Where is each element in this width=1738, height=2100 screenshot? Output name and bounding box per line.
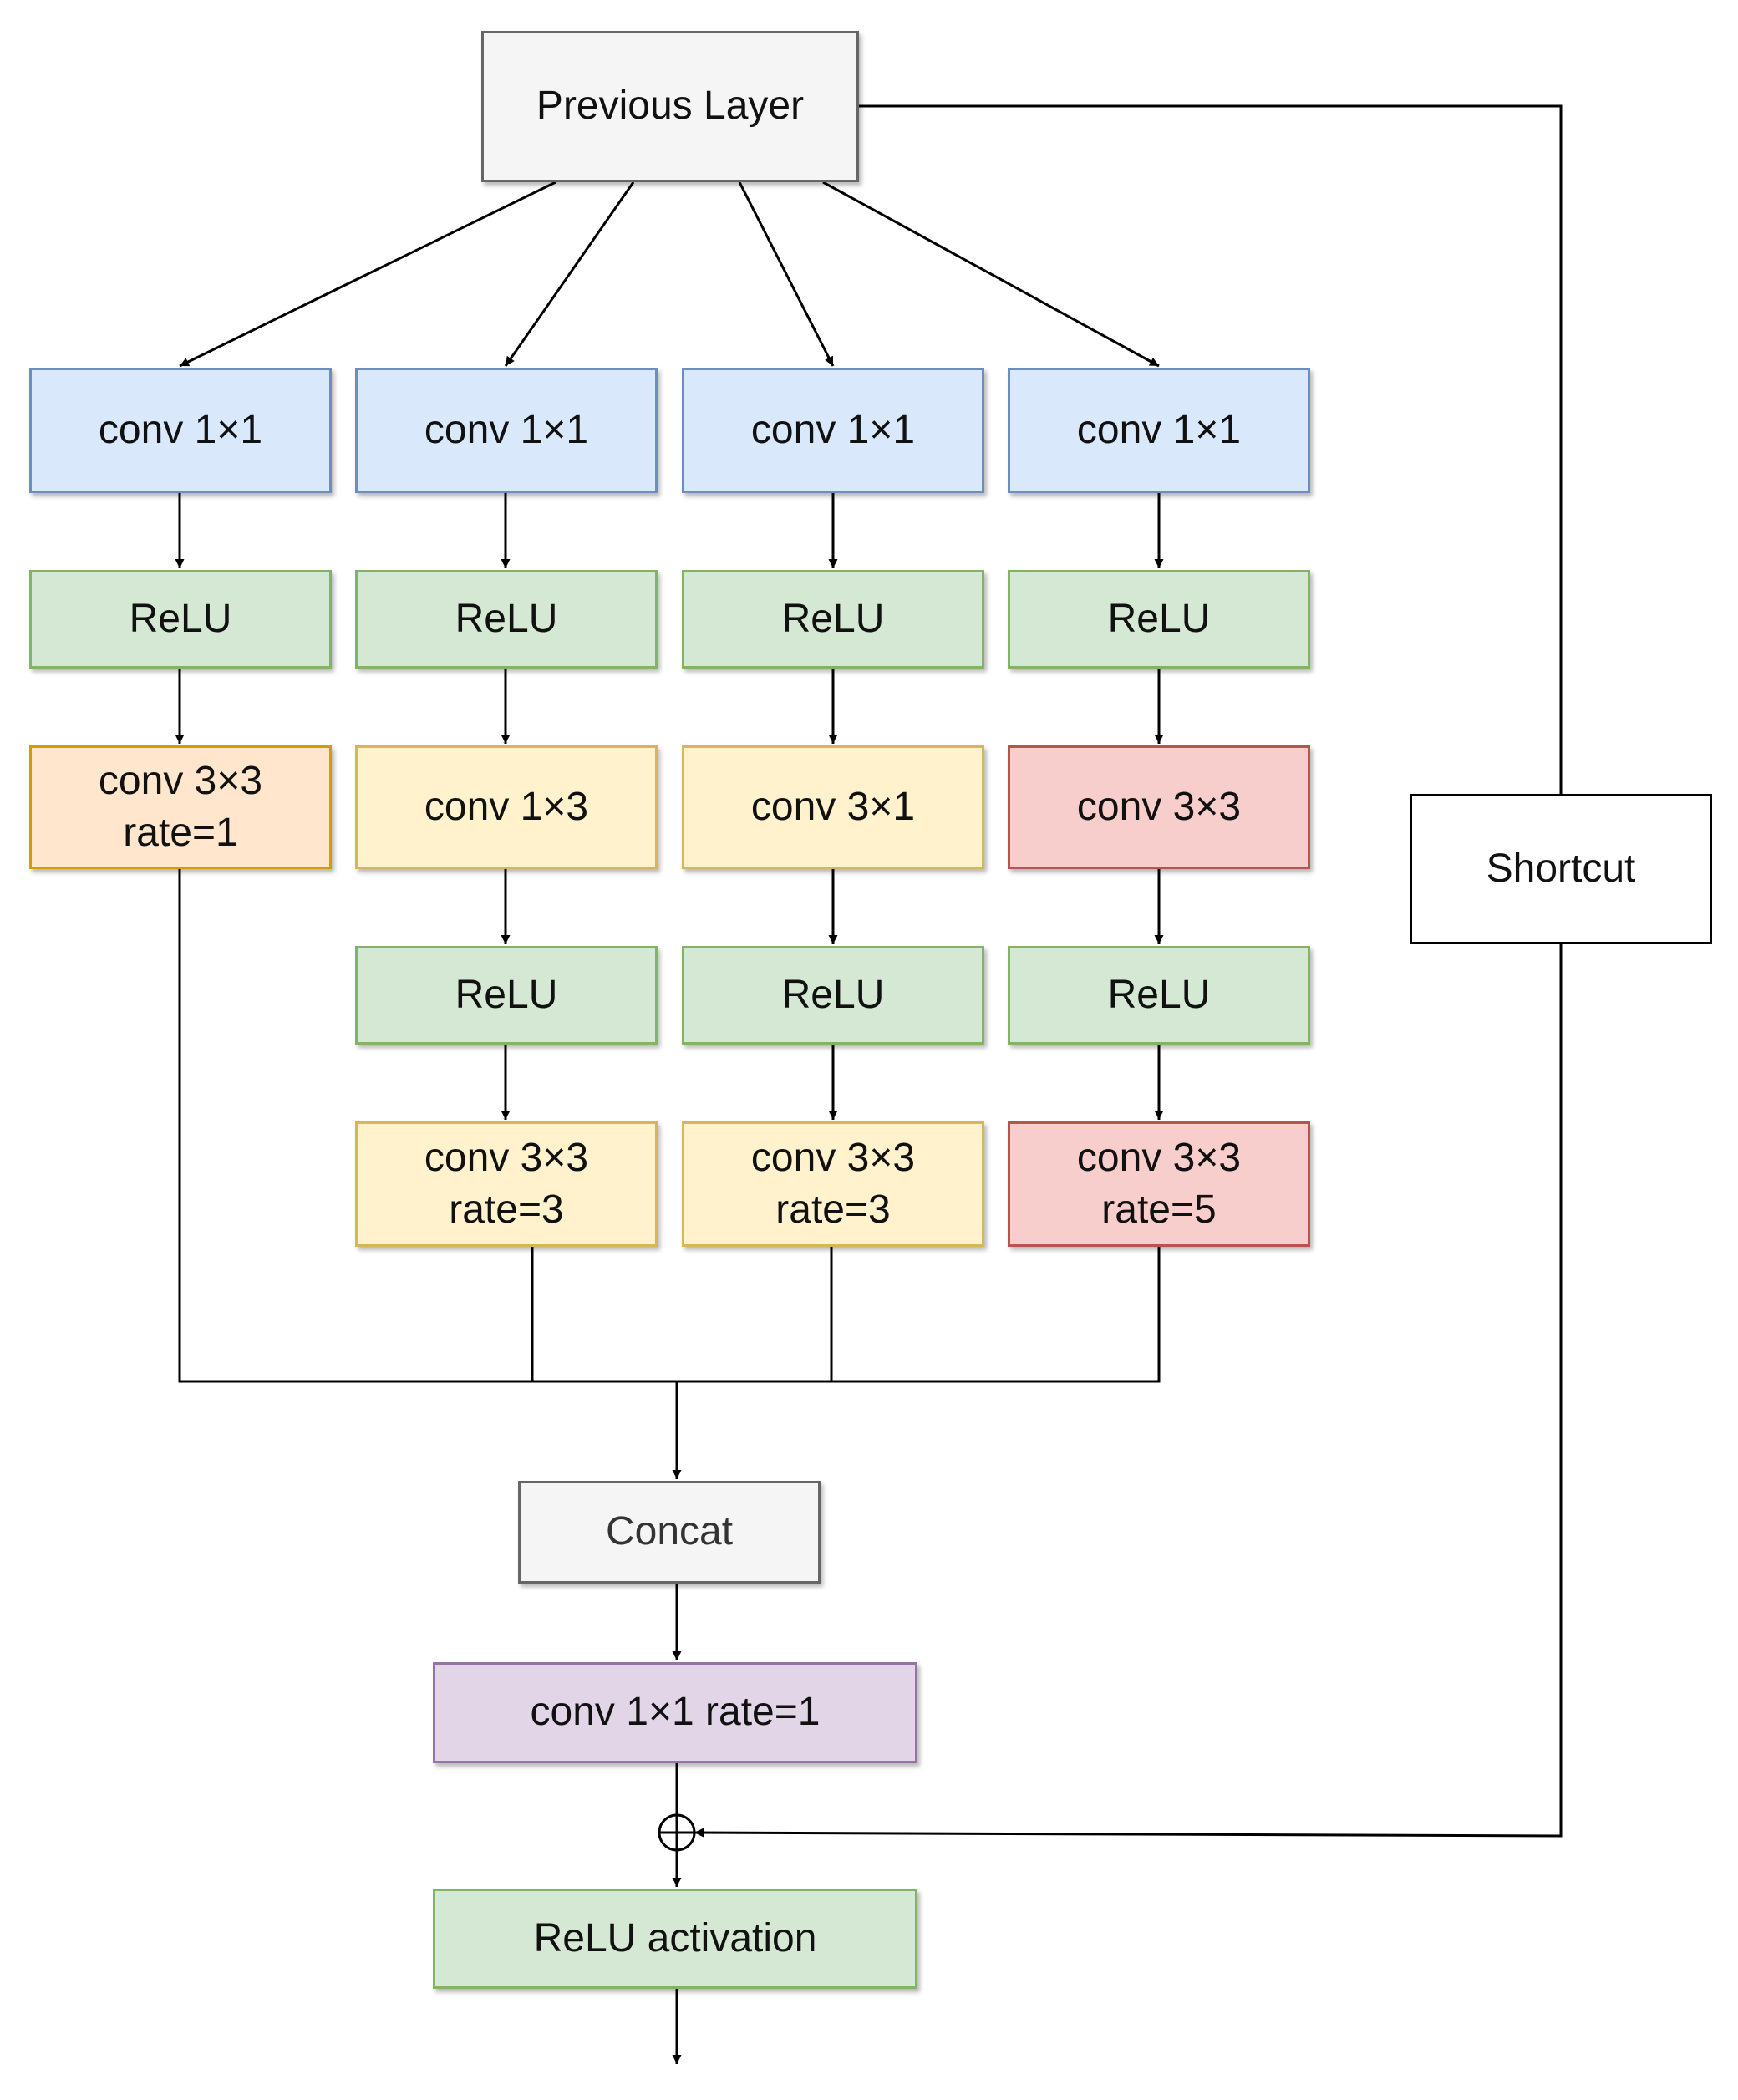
branch3-conv-out-line2: rate=3 <box>775 1187 891 1232</box>
branch2-conv-out-line2: rate=3 <box>449 1187 564 1232</box>
branch4-conv-in-label: conv 1×1 <box>1076 407 1242 452</box>
edge-prev-to-branch2 <box>504 181 635 367</box>
branch3-relu-label: ReLU <box>781 596 885 641</box>
concat-label: Concat <box>605 1509 734 1554</box>
fusion-conv-node: conv 1×1 rate=1 <box>433 1662 917 1763</box>
branch3-conv-in: conv 1×1 <box>682 368 984 493</box>
edge-prev-to-shortcut <box>859 104 1563 794</box>
branch2-conv-out-line1: conv 3×3 <box>424 1135 589 1180</box>
branch1-conv-atrous-line1: conv 3×3 <box>98 758 263 803</box>
branch1-relu-label: ReLU <box>129 596 232 641</box>
branch3-conv-in-label: conv 1×1 <box>750 407 916 452</box>
add-operator-icon <box>658 1813 696 1852</box>
branch3-relu: ReLU <box>682 570 984 669</box>
concat-node: Concat <box>518 1481 821 1584</box>
branch1-conv-atrous-line2: rate=1 <box>123 811 238 855</box>
branch2-relu-2: ReLU <box>355 946 658 1045</box>
edge-prev-to-branch1 <box>179 181 556 368</box>
branch1-conv-in: conv 1×1 <box>29 368 332 493</box>
branch3-conv-out-line1: conv 3×3 <box>750 1135 916 1180</box>
previous-layer-node: Previous Layer <box>481 31 859 182</box>
branch4-conv-in: conv 1×1 <box>1008 368 1310 493</box>
branch4-conv-mid-label: conv 3×3 <box>1076 784 1242 829</box>
output-relu-activation-label: ReLU activation <box>533 1915 817 1960</box>
branch4-conv-mid: conv 3×3 <box>1008 745 1310 869</box>
branch4-conv-out-line1: conv 3×3 <box>1076 1135 1242 1180</box>
branch1-conv-in-label: conv 1×1 <box>98 407 263 452</box>
edge-prev-to-branch4 <box>822 181 1160 368</box>
branch1-relu: ReLU <box>29 570 332 669</box>
branch3-conv-out: conv 3×3 rate=3 <box>682 1121 984 1247</box>
output-relu-activation-node: ReLU activation <box>433 1889 917 1989</box>
branch2-conv-out: conv 3×3 rate=3 <box>355 1121 658 1247</box>
branch1-conv-atrous: conv 3×3 rate=1 <box>29 745 332 869</box>
edge-prev-to-branch3 <box>738 181 835 367</box>
branch2-relu-label: ReLU <box>455 596 558 641</box>
branch4-conv-out: conv 3×3 rate=5 <box>1008 1121 1310 1247</box>
branch2-relu: ReLU <box>355 570 658 669</box>
branch2-conv-mid: conv 1×3 <box>355 745 658 869</box>
branch4-conv-out-line2: rate=5 <box>1101 1187 1217 1232</box>
branch3-relu-2-label: ReLU <box>781 972 885 1017</box>
fusion-conv-label: conv 1×1 rate=1 <box>530 1690 821 1735</box>
previous-layer-label: Previous Layer <box>536 84 805 129</box>
branch4-relu-label: ReLU <box>1107 596 1211 641</box>
branch4-relu: ReLU <box>1008 570 1310 669</box>
branch2-conv-mid-label: conv 1×3 <box>424 784 589 829</box>
branch4-relu-2-label: ReLU <box>1107 972 1211 1017</box>
branch3-relu-2: ReLU <box>682 946 984 1045</box>
branch3-conv-mid: conv 3×1 <box>682 745 984 869</box>
branch3-conv-mid-label: conv 3×1 <box>750 784 916 829</box>
shortcut-node: Shortcut <box>1410 794 1712 944</box>
branch2-relu-2-label: ReLU <box>455 972 558 1017</box>
edge-shortcut-to-add <box>694 944 1563 1838</box>
branch2-conv-in: conv 1×1 <box>355 368 658 493</box>
branch2-conv-in-label: conv 1×1 <box>424 407 589 452</box>
branch4-relu-2: ReLU <box>1008 946 1310 1045</box>
shortcut-label: Shortcut <box>1486 846 1636 891</box>
edge-merge-bus <box>178 869 1161 1383</box>
